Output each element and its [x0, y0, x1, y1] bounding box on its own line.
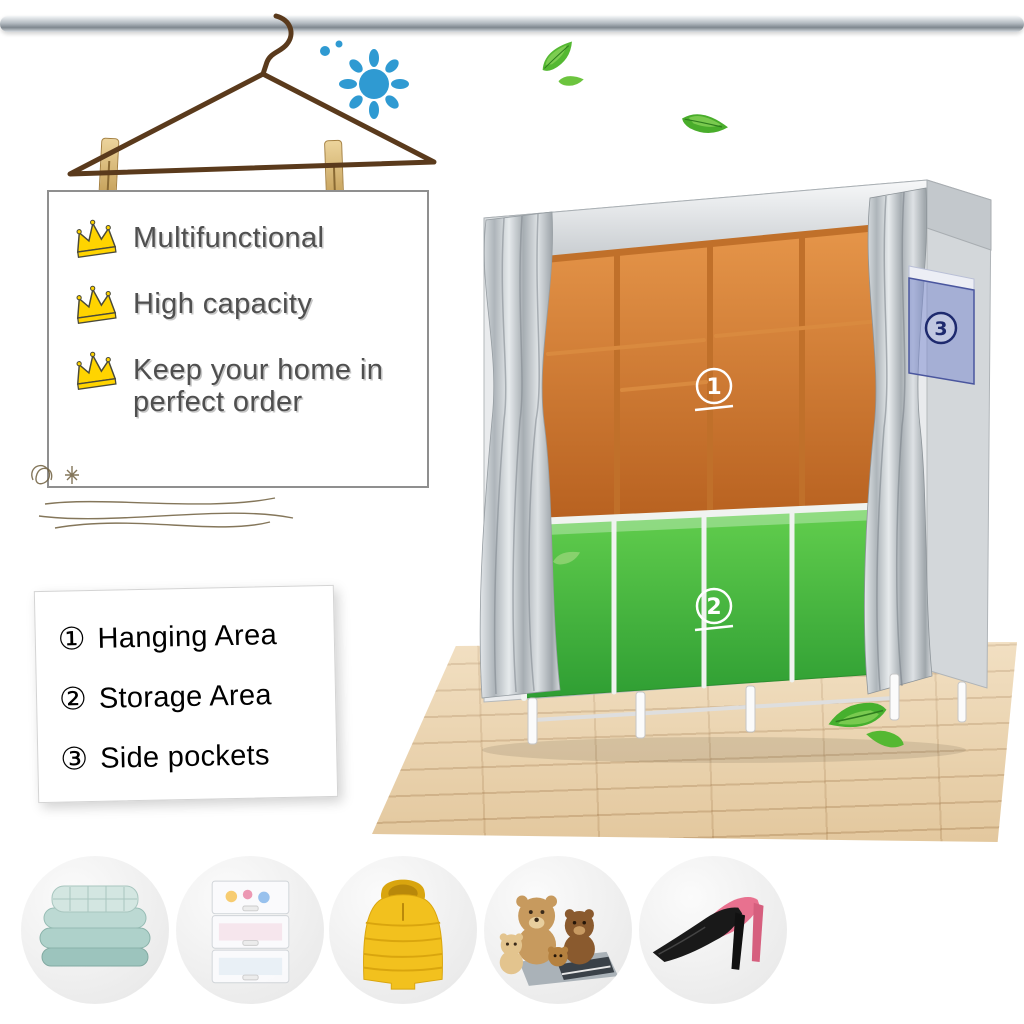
- legend-label: Side pockets: [99, 738, 271, 775]
- scribble-doodle: [31, 464, 294, 529]
- circled-number-1: ①: [57, 621, 87, 658]
- feature-label: High capacity: [133, 288, 313, 320]
- leaf-icon: [828, 702, 887, 728]
- wardrobe-illustration: 1 2: [479, 179, 992, 763]
- svg-text:3: 3: [934, 318, 947, 340]
- crown-icon: [76, 219, 117, 258]
- leaf-icon: [682, 114, 728, 134]
- legend-row: ② Storage Area: [58, 664, 335, 730]
- clothes-rod: [0, 16, 1024, 32]
- storage-area-label: 2: [694, 587, 734, 632]
- feature-label: Multifunctional: [133, 222, 325, 254]
- feature-row: Multifunctional: [69, 218, 413, 260]
- circled-number-2: ②: [58, 681, 88, 718]
- feature-row: High capacity: [69, 284, 413, 326]
- leaf-icon: [558, 76, 584, 86]
- legend-card: ① Hanging Area ② Storage Area ③ Side poc…: [33, 584, 339, 804]
- feature-row: Keep your home in perfect order: [69, 350, 413, 419]
- wardrobe-shadow: [482, 737, 966, 763]
- legend-row: ③ Side pockets: [60, 724, 337, 790]
- legend-label: Storage Area: [98, 678, 273, 715]
- svg-text:1: 1: [706, 375, 721, 400]
- teddy-bears-photo: [484, 856, 632, 1004]
- drawer-organizer-photo: [176, 856, 324, 1004]
- legend-row: ① Hanging Area: [57, 604, 334, 670]
- comforter-photo: [21, 856, 169, 1004]
- high-heels-icon: [652, 896, 764, 970]
- wardrobe-legs: [527, 673, 967, 745]
- crown-icon: [76, 285, 117, 324]
- side-pocket: 3: [908, 265, 975, 385]
- drawer-organizer-icon: [211, 880, 289, 984]
- puffer-jacket-photo: [329, 856, 477, 1004]
- hanger-icon: [67, 13, 437, 177]
- circled-number-3: ③: [59, 741, 89, 778]
- legend-label: Hanging Area: [97, 618, 278, 655]
- storage-area: [520, 502, 881, 701]
- leaf-icon: [542, 41, 572, 71]
- wardrobe-side-panel: [926, 179, 992, 689]
- comforter-icon: [39, 885, 151, 967]
- feature-label: Keep your home in perfect order: [133, 354, 384, 419]
- crown-icon: [76, 351, 117, 390]
- high-heels-photo: [639, 856, 787, 1004]
- curtain-left: [479, 211, 561, 699]
- leaf-icon: [866, 730, 904, 748]
- svg-text:2: 2: [706, 595, 721, 620]
- hanging-area-label: 1: [694, 367, 734, 412]
- puffer-jacket-icon: [363, 879, 443, 990]
- leaf-icon: [553, 551, 581, 565]
- teddy-bears-icon: [499, 895, 619, 986]
- hanging-rod: [546, 318, 892, 392]
- sun-icon: [320, 40, 409, 119]
- feature-sign: Multifunctional High capacity Keep your …: [47, 190, 429, 488]
